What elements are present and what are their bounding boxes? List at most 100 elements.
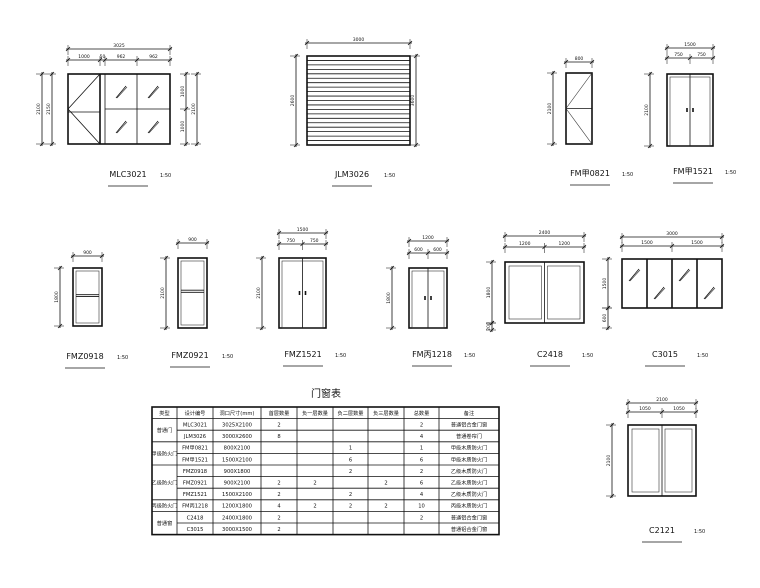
dimension-text: 2150 [46,103,52,115]
table-cell: 乙级木质防火门 [451,478,487,486]
door-leaf [411,270,445,329]
dimension-text: 1500 [602,278,608,290]
table-cell: 800X2100 [224,446,251,452]
table-type-cell: 丙级防火门 [152,502,178,510]
dimension-tick [70,253,76,259]
dimension-text: 1200 [519,241,531,247]
table-cell: 2 [313,504,316,510]
window-sash [508,265,542,320]
dimension-tick [605,256,611,262]
dimension-tick [99,253,105,259]
dimension-tick [204,240,210,246]
dimension-tick [710,55,716,61]
dimension-text: 600 [414,247,423,253]
dimension-text: 2100 [256,287,262,299]
table-cell: 900X1800 [224,469,251,475]
dimension-text: 1200 [422,235,434,241]
dimension-tick [619,243,625,249]
glass-hatch [116,86,128,99]
table-header-cell: 类型 [159,409,169,417]
dimension-text: 750 [697,52,706,58]
dimension-tick [542,244,547,250]
drawing-label: C2418 [537,350,563,359]
dimension-tick [647,143,653,149]
dimension-tick [619,234,625,240]
dimension-text: 1050 [639,406,651,412]
glass-hatch [679,269,691,282]
dimension-text: 50 [100,54,106,60]
table-cell: 2 [384,504,387,510]
dimension-tick [49,71,55,77]
dimension-tick [605,325,611,331]
dimension-tick [183,71,189,77]
dimension-text: 962 [149,54,158,60]
dimension-tick [183,106,189,112]
dimension-tick [669,243,675,249]
dimension-tick [134,57,140,63]
dimension-tick [609,422,615,428]
dimension-text: 750 [674,52,683,58]
dimension-tick [276,230,282,236]
dimension-text: 3000 [353,37,365,43]
table-cell: 普通卷帘门 [456,432,482,440]
glass-hatch [704,287,716,300]
drawing-label: FM甲1521 [673,167,713,176]
table-cell: 6 [420,480,423,486]
drawing-scale: 1:50 [694,529,705,535]
dimension-tick [719,243,725,249]
dimension-tick [407,40,413,46]
dimension-text: 3025 [113,43,125,49]
dimension-tick [293,53,299,59]
dimension-text: 3000 [666,231,678,237]
dimension-text: 1800 [486,287,492,299]
dimension-tick [589,59,595,65]
dimension-text: 2100 [644,104,650,116]
dimension-tick [65,46,71,52]
dimension-text: 2600 [290,95,296,107]
table-cell: FM甲1521 [182,456,208,463]
table-type-cell: 甲级防火门 [152,449,178,457]
dimension-text: 1050 [673,406,685,412]
dimension-text: 1500 [641,240,653,246]
table-cell: 丙级木质防火门 [451,502,487,510]
drawing-scale: 1:50 [582,353,593,359]
dimension-tick [39,71,45,77]
drawing-label: FMZ0918 [66,352,103,361]
table-cell: C3015 [187,527,204,533]
table-header-cell: 负二层数量 [338,409,364,417]
dimension-tick [323,241,329,247]
table-cell: 2 [277,515,280,521]
dimension-tick [57,265,63,271]
table-cell: 2 [420,469,423,475]
dimension-tick [406,250,412,256]
drawing-scale: 1:50 [725,170,736,176]
table-cell: 2 [277,422,280,428]
dimension-text: 800 [575,56,584,62]
table-cell: 10 [418,504,425,510]
dimension-tick [183,141,189,147]
dimension-tick [300,241,305,247]
drawing-label: FM甲0821 [570,169,610,178]
dimension-text: 2400 [539,230,551,236]
table-type-cell: 普通门 [157,426,173,434]
frame [177,257,208,329]
dimension-text: 1800 [54,291,60,303]
window-sash [631,428,660,493]
table-cell: 8 [277,434,280,440]
dimension-tick [49,141,55,147]
table-cell: 6 [420,457,423,463]
dimension-tick [175,240,181,246]
dimension-tick [389,265,395,271]
dimension-text: 2100 [36,103,42,115]
table-type-cell: 普通窗 [157,519,173,527]
table-cell: 3000X2600 [222,434,252,440]
drawing-scale: 1:50 [697,353,708,359]
glass-hatch [654,287,666,300]
